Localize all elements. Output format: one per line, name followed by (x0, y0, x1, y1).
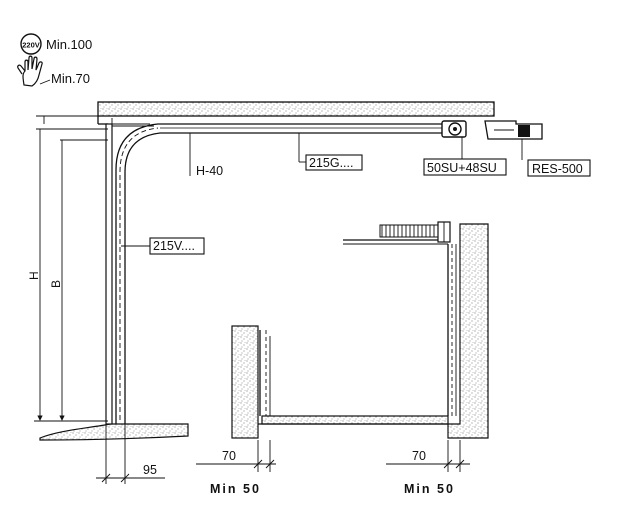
power-icon: 220V (20, 33, 42, 55)
hand-min-label: Min.70 (51, 71, 90, 86)
height-h-label: H (27, 271, 41, 280)
side-width-dimension: 95 (96, 424, 165, 484)
door-side-frame (105, 123, 113, 425)
left-clearance-label: 70 (222, 449, 236, 463)
label-box-res (527, 159, 591, 177)
plan-view (231, 221, 489, 439)
left-clearance-dimension: 70 Min 50 (196, 440, 276, 496)
plan-spring-icon (379, 221, 451, 243)
spring-extra-label: RES-500 (532, 162, 583, 176)
right-clearance-dimension: 70 Min 50 (386, 440, 470, 496)
floor-slab (39, 423, 189, 441)
height-dimension: H B (27, 115, 108, 422)
spring-unit-label: 50SU+48SU (427, 161, 497, 175)
hand-pointer-line (39, 79, 51, 85)
spring-drum (441, 120, 467, 138)
label-box-header-track (305, 154, 363, 171)
right-clearance-label: 70 (412, 449, 426, 463)
label-box-spring-unit (423, 158, 507, 176)
res-motor-unit (484, 120, 543, 140)
power-min-label: Min.100 (46, 37, 92, 52)
right-min-label: Min 50 (404, 482, 455, 496)
header-offset-label: H-40 (196, 164, 223, 178)
header-track-label: 215G.... (309, 156, 353, 170)
side-width-label: 95 (143, 463, 157, 477)
ceiling-slab (97, 101, 495, 117)
label-box-vertical-track (149, 237, 205, 255)
hand-icon (17, 55, 43, 87)
legend: 220V Min.100 Min.70 (17, 33, 92, 87)
height-b-label: B (49, 280, 63, 288)
power-badge-text: 220V (22, 41, 40, 50)
track-assembly (111, 118, 446, 424)
vertical-track-label: 215V.... (153, 239, 195, 253)
left-min-label: Min 50 (210, 482, 261, 496)
